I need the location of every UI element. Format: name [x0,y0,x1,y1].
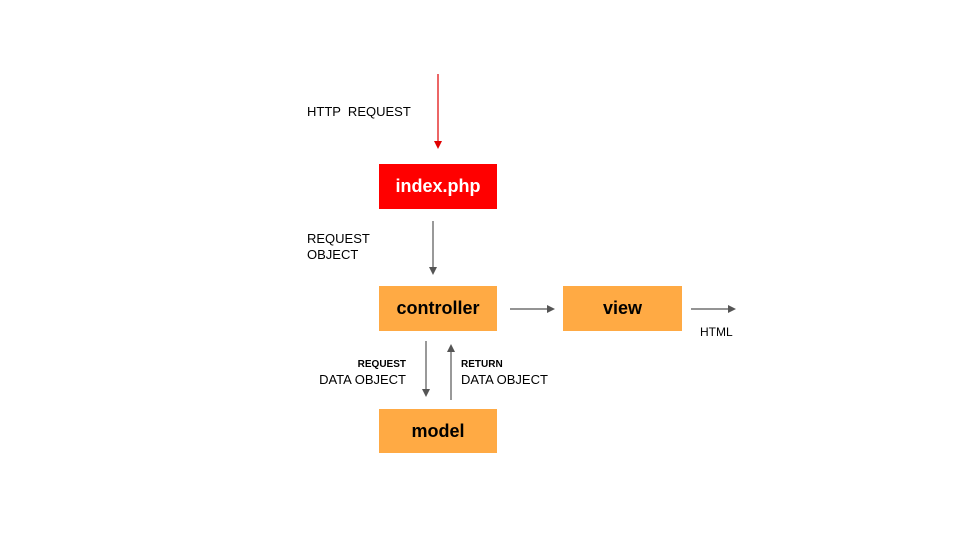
return-data-label: RETURN DATA OBJECT [461,358,548,388]
http-request-text: HTTP REQUEST [307,104,411,119]
request-data-label: REQUEST DATA OBJECT [300,358,406,388]
request-object-label: REQUEST OBJECT [307,231,370,263]
return-data-line2: DATA OBJECT [461,372,548,387]
view-label: view [602,298,643,318]
request-object-line2: OBJECT [307,247,359,262]
request-data-line1: REQUEST [357,359,406,370]
return-data-line1: RETURN [461,359,503,370]
index-php-label: index.php [395,176,481,196]
request-data-line2: DATA OBJECT [319,372,406,387]
controller-node: controller [379,286,497,331]
view-node: view [563,286,682,331]
model-node: model [379,409,497,453]
controller-label: controller [396,298,480,318]
html-label: HTML [700,324,733,340]
model-label: model [411,420,465,441]
http-request-label: HTTP REQUEST [307,104,411,120]
request-object-line1: REQUEST [307,231,370,246]
html-text: HTML [700,325,733,339]
index-php-node: index.php [379,164,497,209]
